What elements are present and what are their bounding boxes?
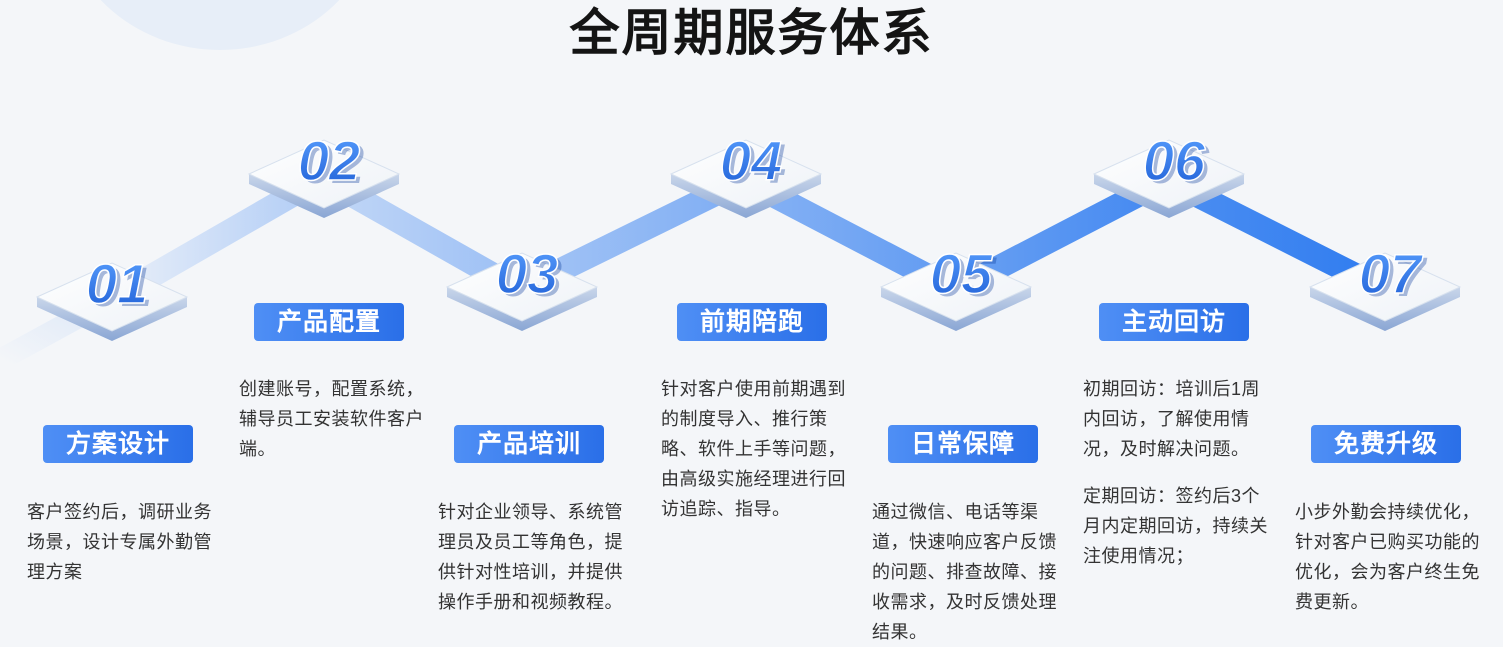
step-06-number-shadow: 06 <box>1147 132 1210 195</box>
step-06-label: 主动回访 <box>1099 303 1249 341</box>
step-05-tile: 05 05 <box>879 235 1033 335</box>
step-02-number-shadow: 02 <box>302 132 364 195</box>
step-02-description-text: 创建账号，配置系统，辅导员工安装软件客户端。 <box>239 379 424 459</box>
step-06-description-periodic: 定期回访：签约后3个月内定期回访，持续关注使用情况； <box>1083 486 1268 566</box>
step-04-description: 针对客户使用前期遇到的制度导入、推行策略、软件上手等问题，由高级实施经理进行回访… <box>661 374 846 524</box>
step-04-label: 前期陪跑 <box>677 303 827 341</box>
page-title: 全周期服务体系 <box>569 5 934 61</box>
step-07-label: 免费升级 <box>1311 425 1461 463</box>
step-04-tile: 04 04 <box>669 122 823 222</box>
step-03-tile: 03 03 <box>445 235 599 335</box>
step-06-description: 初期回访：培训后1周内回访，了解使用情况，及时解决问题。 定期回访：签约后3个月… <box>1083 374 1268 571</box>
step-03-description: 针对企业领导、系统管理员及员工等角色，提供针对性培训，并提供操作手册和视频教程。 <box>438 497 623 617</box>
step-05-label: 日常保障 <box>888 425 1038 463</box>
step-06-tile: 06 06 <box>1092 122 1246 222</box>
step-05-description-text: 通过微信、电话等渠道，快速响应客户反馈的问题、排查故障、接收需求，及时反馈处理结… <box>872 502 1057 642</box>
step-05-description: 通过微信、电话等渠道，快速响应客户反馈的问题、排查故障、接收需求，及时反馈处理结… <box>872 497 1057 647</box>
step-03-description-text: 针对企业领导、系统管理员及员工等角色，提供针对性培训，并提供操作手册和视频教程。 <box>438 502 623 612</box>
step-02-number: 02 <box>298 129 360 192</box>
step-01-description: 客户签约后，调研业务场景，设计专属外勤管理方案 <box>27 497 212 587</box>
step-05-number: 05 <box>930 242 993 305</box>
step-03-number-shadow: 03 <box>500 245 562 308</box>
step-01-number: 01 <box>86 252 148 315</box>
step-07-number: 07 <box>1359 242 1424 305</box>
step-02-tile: 02 02 <box>247 122 401 222</box>
step-07-description-text: 小步外勤会持续优化，针对客户已购买功能的优化，会为客户终生免费更新。 <box>1295 502 1480 612</box>
step-07-tile: 07 07 <box>1308 235 1462 335</box>
step-03-label: 产品培训 <box>454 425 604 463</box>
step-02-label: 产品配置 <box>254 303 404 341</box>
step-07-number-shadow: 07 <box>1363 245 1428 308</box>
step-04-number: 04 <box>720 129 782 192</box>
step-01-label: 方案设计 <box>43 425 193 463</box>
step-03-number: 03 <box>496 242 558 305</box>
step-06-number: 06 <box>1143 129 1206 192</box>
step-04-number-shadow: 04 <box>724 132 786 195</box>
step-01-description-text: 客户签约后，调研业务场景，设计专属外勤管理方案 <box>27 502 212 582</box>
step-07-description: 小步外勤会持续优化，针对客户已购买功能的优化，会为客户终生免费更新。 <box>1295 497 1480 617</box>
step-04-description-text: 针对客户使用前期遇到的制度导入、推行策略、软件上手等问题，由高级实施经理进行回访… <box>661 379 846 519</box>
step-02-description: 创建账号，配置系统，辅导员工安装软件客户端。 <box>239 374 424 464</box>
step-01-number-shadow: 01 <box>90 255 152 318</box>
step-05-number-shadow: 05 <box>934 245 997 308</box>
step-06-description-initial: 初期回访：培训后1周内回访，了解使用情况，及时解决问题。 <box>1083 379 1261 459</box>
step-01-tile: 01 01 <box>35 245 189 345</box>
